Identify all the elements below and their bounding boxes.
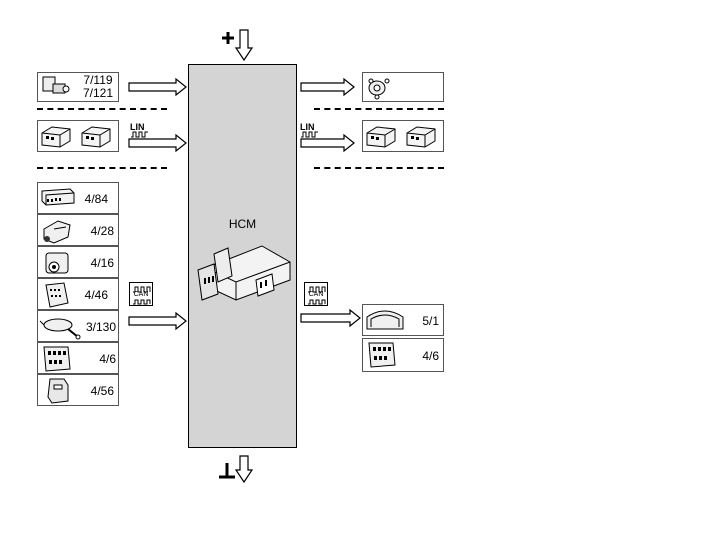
- instrument-panel-icon: [366, 310, 404, 330]
- fuse-box-icon: [368, 342, 396, 368]
- can-label-left: CAN: [133, 291, 149, 298]
- arrow-hcm-to-lin: [300, 133, 355, 153]
- arrow-sensor-to-hcm: [128, 77, 187, 97]
- separator-left-2: [37, 167, 167, 169]
- arrow-power-in: [234, 29, 254, 62]
- actuator-icon: [368, 78, 390, 100]
- output-label: 5/1: [422, 314, 439, 328]
- input-box-sensor: 7/119 7/121: [37, 72, 119, 102]
- connector-module-icon: [45, 282, 69, 308]
- input-label: 4/28: [90, 224, 114, 238]
- arrow-lin-to-hcm: [128, 133, 187, 153]
- camera-module-icon: [45, 252, 69, 274]
- input-label: 4/16: [90, 256, 114, 270]
- input-list-item: 4/6: [37, 342, 119, 374]
- input-label: 4/46: [84, 288, 108, 302]
- arrow-ground: [234, 455, 254, 484]
- lin-label-right: LIN: [300, 122, 315, 132]
- output-box-actuator: [362, 72, 444, 102]
- can-wave-icon: [308, 286, 326, 305]
- input-list-item: 4/84: [37, 182, 119, 214]
- arrow-can-to-hcm: [128, 311, 187, 331]
- hcm-module-icon: [197, 245, 291, 301]
- sensor-module-icon: [43, 220, 71, 244]
- separator-right-2: [314, 167, 444, 169]
- lin-wave-left: [131, 131, 148, 138]
- can-wave-icon: [133, 286, 151, 305]
- can-tag-right: CAN: [304, 282, 328, 306]
- can-label-right: CAN: [308, 291, 324, 298]
- can-tag-left: CAN: [129, 282, 153, 306]
- ground-symbol: [219, 463, 235, 479]
- plus-symbol: [222, 32, 234, 44]
- input-list-item: 4/28: [37, 214, 119, 246]
- sensor-label-1: 7/119: [83, 73, 113, 87]
- input-list-item: 3/130: [37, 310, 119, 342]
- fuse-box-icon: [43, 346, 71, 372]
- sensor-icon: [42, 76, 70, 94]
- input-label: 4/6: [99, 352, 116, 366]
- input-list-item: 4/56: [37, 374, 119, 406]
- arrow-hcm-to-actuator: [300, 77, 355, 97]
- key-fob-icon: [47, 378, 69, 404]
- input-list-item: 4/16: [37, 246, 119, 278]
- output-box-lin-modules: [362, 120, 444, 152]
- steering-switch-icon: [39, 318, 81, 340]
- lin-label-left: LIN: [130, 122, 145, 132]
- output-label: 4/6: [422, 349, 439, 363]
- lin-wave-right: [301, 131, 318, 138]
- sensor-label-2: 7/121: [82, 86, 114, 100]
- lin-module-icon: [366, 126, 436, 148]
- input-list-item: 4/46: [37, 278, 119, 310]
- control-unit-icon: [41, 188, 75, 206]
- separator-left-1: [37, 108, 167, 110]
- arrow-hcm-to-can: [300, 308, 361, 328]
- output-list-item: 5/1: [362, 304, 444, 336]
- hcm-label: HCM: [228, 217, 257, 231]
- separator-right-1: [314, 108, 444, 110]
- input-label: 4/84: [84, 192, 108, 206]
- input-label: 4/56: [90, 384, 114, 398]
- lin-module-icon: [41, 126, 111, 148]
- input-label: 3/130: [85, 320, 116, 334]
- output-list-item: 4/6: [362, 338, 444, 372]
- input-box-lin-modules: [37, 120, 119, 152]
